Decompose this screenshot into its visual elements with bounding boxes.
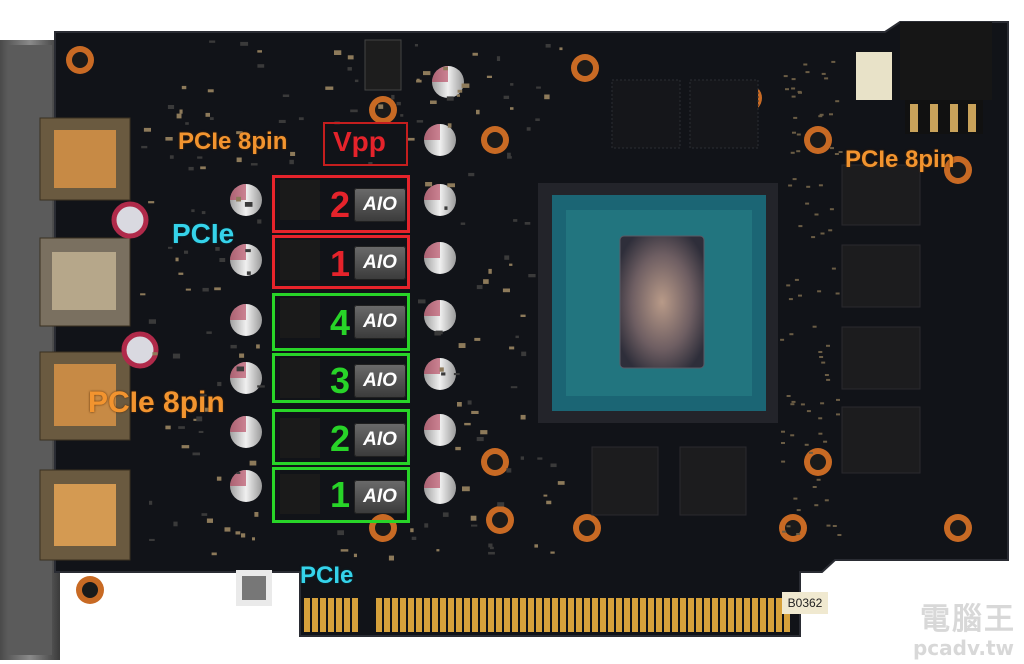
gddr-memory-chips [591,164,921,516]
aio-mosfet-label: AIO [354,188,406,222]
aio-mosfet-label: AIO [354,480,406,514]
phase-number: 4 [330,302,351,343]
phase-box-red-2 [272,175,410,233]
vpp-box [323,122,408,166]
watermark-url: pcadv.tw [912,636,1014,660]
pcie-8pin-connector [856,22,992,134]
aio-mosfet-label: AIO [354,423,406,457]
phase-box-green-4 [272,293,410,351]
aio-mosfet-label: AIO [354,364,406,398]
phase-number: 1 [330,243,351,284]
vpp-label: Vpp [333,126,386,157]
pcie-label-bottom: PCIe [300,562,354,589]
barcode-sticker [236,570,272,606]
power-stages [280,180,320,514]
aio-mosfet-label: AIO [354,305,406,339]
gpu-package [538,183,778,423]
vram-footprints [611,79,759,149]
phase-number: 1 [330,474,351,515]
phase-number: 2 [330,184,351,225]
mounting-holes [66,46,972,604]
pcie-8pin-label-top: PCIe 8pin [178,128,288,155]
watermark-brand: 電腦王 [920,602,1016,637]
phase-box-red-1 [272,235,410,289]
pcie-gold-fingers [304,598,790,632]
inductor [364,39,402,91]
phase-box-green-1 [272,467,410,523]
pcie-8pin-label-left: PCIe 8pin [88,386,225,419]
capacitors [111,66,464,504]
display-connectors [39,117,131,561]
pcie-label-left: PCIe [172,218,235,249]
phase-box-green-2 [272,409,410,465]
pcie-8pin-label-right: PCIe 8pin [845,146,955,173]
phase-number: 3 [330,360,351,401]
label-sticker: B0362 [782,592,828,614]
phase-number: 2 [330,418,351,459]
smd-components [140,40,843,561]
aio-mosfet-label: AIO [354,246,406,280]
phase-box-green-3 [272,353,410,403]
